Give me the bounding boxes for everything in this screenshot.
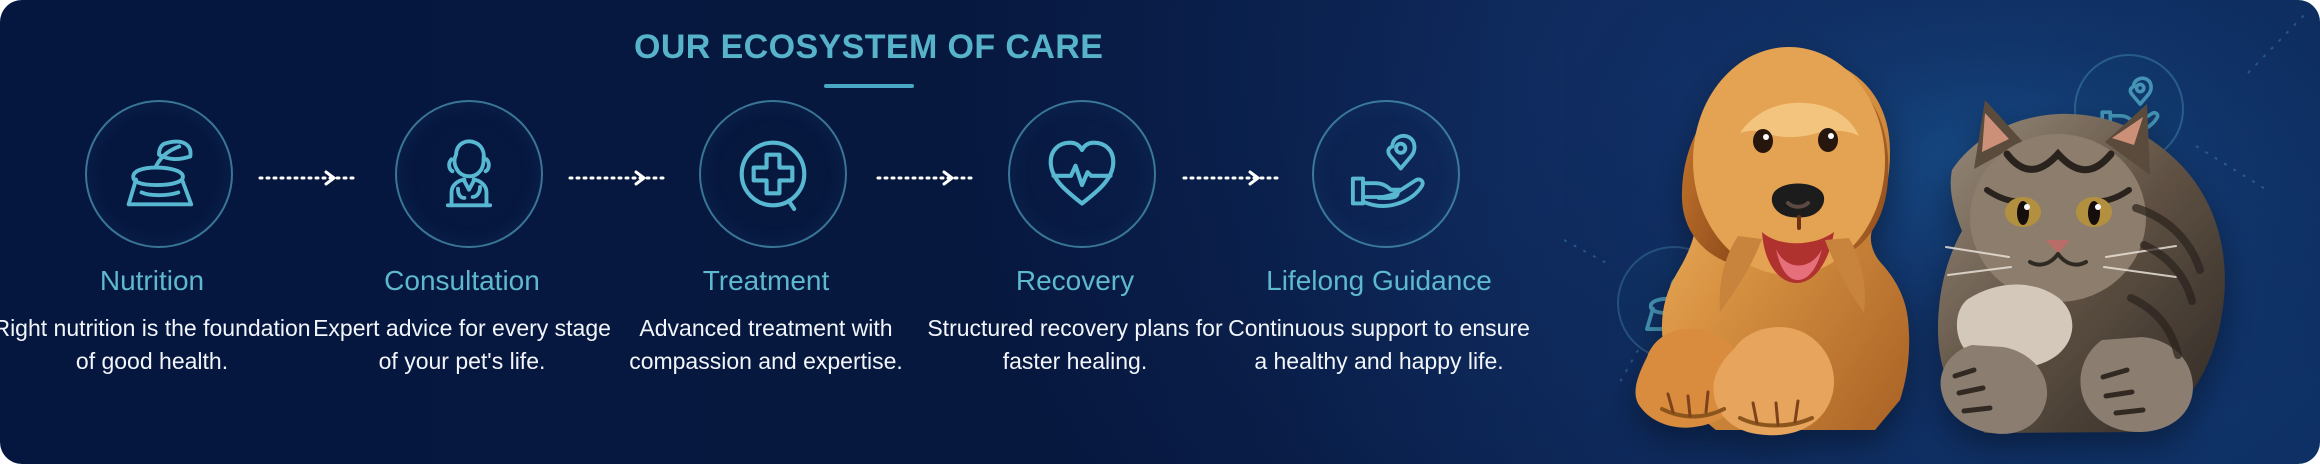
heartbeat-icon <box>1048 140 1116 206</box>
consultation-to-treatment-arrow <box>568 170 670 186</box>
care-hand-location-icon <box>1350 133 1425 208</box>
lifelong-guidance-description: Continuous support to ensure a healthy a… <box>1228 315 1530 375</box>
consultation-description: Expert advice for every stage of your pe… <box>313 315 611 375</box>
nutrition-description: Right nutrition is the foundation of goo… <box>0 315 311 375</box>
lifelong-guidance-title: Lifelong Guidance <box>1266 265 1492 296</box>
pet-photo <box>1564 0 2320 464</box>
golden-retriever <box>1635 47 1910 436</box>
consultation-icon-ring <box>395 100 543 248</box>
recovery-description: Structured recovery plans for faster hea… <box>927 315 1223 375</box>
ecosystem-headline: OUR ECOSYSTEM OF CARE <box>634 28 1104 66</box>
treatment-title: Treatment <box>702 265 830 296</box>
medical-cross-icon <box>739 140 807 212</box>
golden-retriever-and-tabby-cat-illustration <box>1564 0 2320 464</box>
treatment-icon-ring <box>699 100 847 248</box>
veterinarian-icon <box>445 139 493 208</box>
food-bowl-icon <box>126 139 194 207</box>
recovery-icon-ring <box>1008 100 1156 248</box>
tabby-cat <box>1938 100 2225 434</box>
recovery-to-guidance-arrow <box>1182 170 1284 186</box>
treatment-to-recovery-arrow <box>876 170 978 186</box>
decorative-network-lines <box>1564 9 2310 383</box>
recovery-title: Recovery <box>1015 265 1135 296</box>
treatment-description: Advanced treatment with compassion and e… <box>629 315 903 375</box>
lifelong-guidance-icon-ring <box>1312 100 1460 248</box>
nutrition-to-consultation-arrow <box>258 170 360 186</box>
headline-underline <box>824 84 914 88</box>
nutrition-title: Nutrition <box>99 265 205 296</box>
consultation-title: Consultation <box>384 265 540 296</box>
nutrition-icon-ring <box>85 100 233 248</box>
